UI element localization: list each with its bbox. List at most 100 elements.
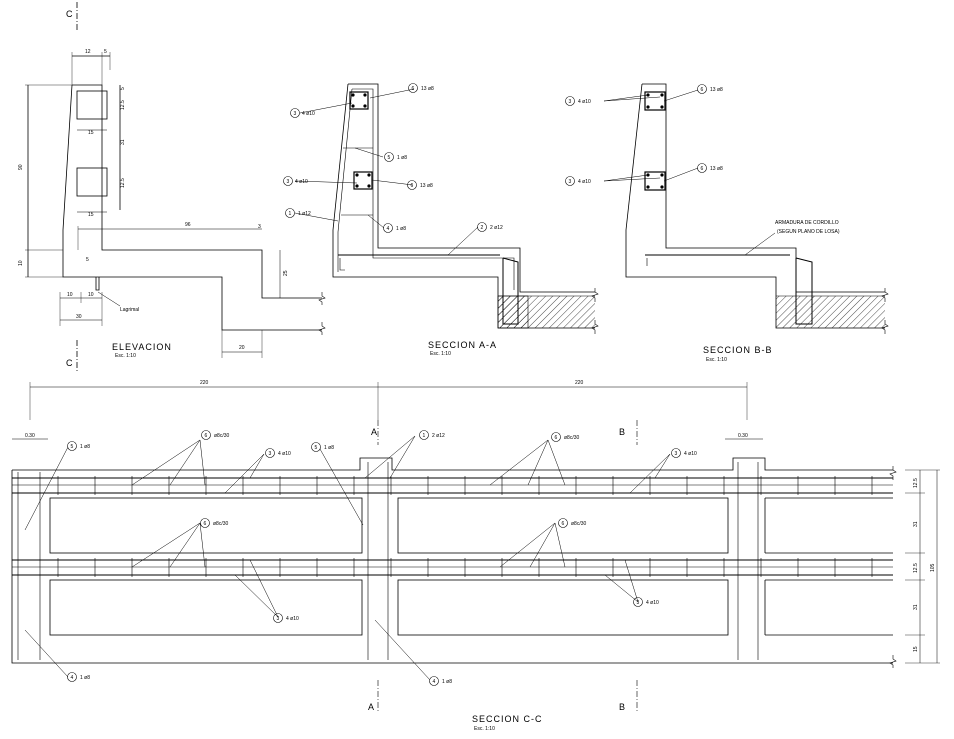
cc-callout-13-text: 1 ø8 — [442, 679, 452, 685]
aa-callout-5-text: 13 ø8 — [420, 183, 433, 189]
elevation-title: ELEVACION — [112, 342, 172, 352]
bb-callout-4-text: 13 ø8 — [710, 166, 723, 172]
cc-dim-030-b: 0.30 — [738, 433, 748, 439]
cc-right-dim-3: 12.5 — [913, 563, 919, 573]
cc-callout-8-num: 6 — [204, 521, 207, 527]
cc-callout-5-text: 2 ø12 — [432, 433, 445, 439]
cc-callout-3-text: 4 ø10 — [278, 451, 291, 457]
section-bb-title: SECCION B-B — [703, 345, 773, 355]
cc-right-dim-5: 15 — [913, 646, 919, 652]
dim-base-30: 30 — [76, 314, 82, 320]
section-cc-labels: 220 220 0.30 0.30 A B A B 5 1 ø8 6 ø8c/3… — [25, 380, 936, 732]
aa-callout-8-num: 2 — [481, 225, 484, 231]
dim-r-12-5-a: 12.5 — [120, 100, 126, 110]
cc-callout-11-num: 3 — [637, 600, 640, 606]
dim-top-12: 12 — [85, 49, 91, 55]
cc-callout-13-num: 4 — [433, 679, 436, 685]
cc-callout-9-text: ø8c/30 — [571, 521, 587, 527]
bb-callout-3-num: 3 — [569, 179, 572, 185]
section-aa-view — [294, 83, 599, 334]
section-bb-labels: 3 4 ø10 6 13 ø8 3 4 ø10 6 13 ø8 ARMADURA… — [569, 87, 840, 363]
dim-bottom-10: 10 — [18, 260, 24, 266]
dim-inner-15-a: 15 — [88, 130, 94, 136]
aa-callout-5-num: 6 — [411, 183, 414, 189]
dim-step-25: 25 — [283, 270, 289, 276]
section-aa-callouts — [283, 83, 487, 233]
cc-callout-1-text: 1 ø8 — [80, 444, 90, 450]
section-aa-labels: 3 4 ø10 6 13 ø8 5 1 ø8 3 4 ø10 6 13 ø8 1… — [287, 86, 504, 357]
dim-base-10-b: 10 — [88, 292, 94, 298]
dim-top-5: 5 — [104, 49, 107, 55]
cut-label-c-bottom: C — [66, 358, 73, 368]
section-cc-title: SECCION C-C — [472, 714, 543, 724]
section-aa-title: SECCION A-A — [428, 340, 497, 350]
cc-callout-4-num: 5 — [315, 445, 318, 451]
aa-callout-4-text: 4 ø10 — [295, 179, 308, 185]
cc-callout-3-num: 3 — [269, 451, 272, 457]
cut-label-a-bottom: A — [368, 702, 374, 712]
section-cc-leaders — [24, 435, 671, 681]
cc-callout-10-text: 4 ø10 — [286, 616, 299, 622]
aa-callout-7-text: 1 ø8 — [396, 226, 406, 232]
cc-callout-1-num: 5 — [71, 444, 74, 450]
cc-callout-2-text: ø8c/30 — [214, 433, 230, 439]
elevation-scale: Esc. 1:10 — [115, 353, 136, 359]
cc-right-dim-1: 12.5 — [913, 478, 919, 488]
cc-callout-4-text: 1 ø8 — [324, 445, 334, 451]
dim-foot-20: 20 — [239, 345, 245, 351]
aa-callout-1-text: 4 ø10 — [302, 111, 315, 117]
cc-callout-12-text: 1 ø8 — [80, 675, 90, 681]
bb-note-1: ARMADURA DE CORDILLO — [775, 220, 839, 226]
dim-r-12-5-b: 12.5 — [120, 178, 126, 188]
section-bb-scale: Esc. 1:10 — [706, 357, 727, 363]
section-cc-view — [11, 382, 940, 712]
cc-callout-6-text: ø8c/30 — [564, 435, 580, 441]
dim-base-10-a: 10 — [67, 292, 73, 298]
dim-inner-5: 5 — [86, 257, 89, 263]
section-cc-stirrup-ticks — [57, 476, 873, 577]
bb-note-2: (SEGUN PLANO DE LOSA) — [777, 229, 840, 235]
cc-right-dim-2: 31 — [913, 521, 919, 527]
cc-callout-2-num: 6 — [205, 433, 208, 439]
aa-callout-6-num: 1 — [289, 211, 292, 217]
section-bb-view — [603, 83, 889, 334]
dim-slab-3: 3 — [258, 224, 261, 230]
aa-callout-8-text: 2 ø12 — [490, 225, 503, 231]
cc-callout-12-num: 4 — [71, 675, 74, 681]
aa-callout-6-text: 1 ø12 — [298, 211, 311, 217]
cc-callout-7-num: 3 — [675, 451, 678, 457]
section-cc-callouts — [67, 430, 681, 686]
dim-r-5: 5 — [120, 87, 126, 90]
dim-inner-15-b: 15 — [88, 212, 94, 218]
section-cc-scale: Esc. 1:10 — [474, 726, 495, 732]
aa-callout-1-num: 3 — [294, 111, 297, 117]
aa-callout-3-num: 5 — [388, 155, 391, 161]
aa-callout-3-text: 1 ø8 — [397, 155, 407, 161]
dim-total-90: 90 — [18, 164, 24, 170]
section-bb-callouts — [565, 84, 707, 186]
cc-callout-5-num: 1 — [423, 433, 426, 439]
cut-label-b-top: B — [619, 427, 625, 437]
cc-right-dim-total: 105 — [930, 563, 936, 572]
elevation-labels: C C 12 5 90 10 5 12.5 3 1 12.5 15 15 96 3… — [18, 9, 289, 368]
cc-callout-9-num: 6 — [562, 521, 565, 527]
aa-callout-4-num: 3 — [287, 179, 290, 185]
section-aa-scale: Esc. 1:10 — [430, 351, 451, 357]
bb-callout-4-num: 6 — [701, 166, 704, 172]
bb-callout-1-num: 3 — [569, 99, 572, 105]
aa-callout-2-num: 6 — [412, 86, 415, 92]
cc-callout-11-text: 4 ø10 — [646, 600, 659, 606]
aa-callout-7-num: 4 — [387, 226, 390, 232]
lagrimal-label: Lagrimal — [120, 307, 139, 313]
cc-dim-220-b: 220 — [575, 380, 584, 386]
cc-dim-030-a: 0.30 — [25, 433, 35, 439]
cc-callout-7-text: 4 ø10 — [684, 451, 697, 457]
cut-label-c-top: C — [66, 9, 73, 19]
cc-callout-10-num: 3 — [277, 616, 280, 622]
bb-callout-2-text: 13 ø8 — [710, 87, 723, 93]
bb-callout-1-text: 4 ø10 — [578, 99, 591, 105]
cut-label-b-bottom: B — [619, 702, 625, 712]
dim-slab-96: 96 — [185, 222, 191, 228]
cut-label-a-top: A — [371, 427, 377, 437]
